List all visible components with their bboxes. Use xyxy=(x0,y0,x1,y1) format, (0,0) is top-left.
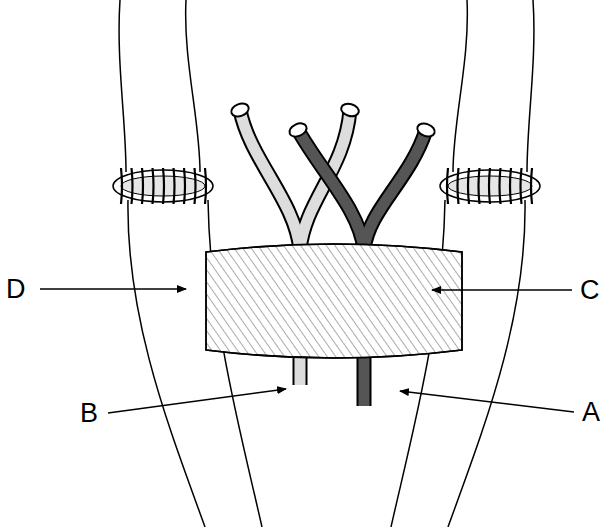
callout-letter: D xyxy=(6,276,26,303)
leader-line xyxy=(432,289,572,291)
leader-line xyxy=(400,391,574,412)
leader-line xyxy=(108,389,286,413)
callout-letter: A xyxy=(582,399,600,426)
callout-letter: B xyxy=(80,400,98,427)
leader-line xyxy=(40,288,186,290)
callout-letter: C xyxy=(580,277,600,304)
